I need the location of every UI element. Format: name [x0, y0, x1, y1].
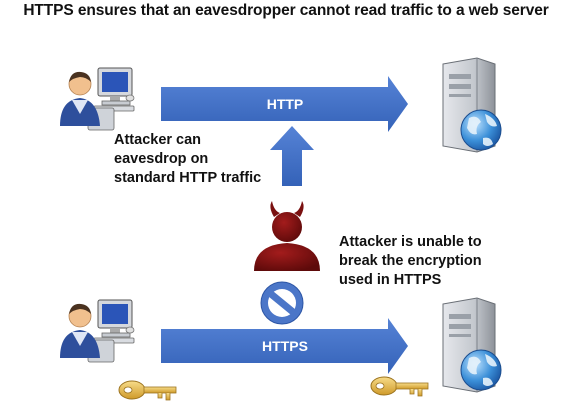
- user-computer-icon: [60, 299, 135, 363]
- attacker-https-note-line: used in HTTPS: [339, 272, 442, 288]
- https-arrow-label: HTTPS: [262, 338, 308, 354]
- attacker-http-note-line: eavesdrop on: [114, 151, 209, 167]
- user-computer-icon: [60, 67, 135, 131]
- key-icon: [118, 380, 177, 401]
- attacker-http-note-line: Attacker can: [114, 132, 202, 148]
- attacker-http-note: Attacker can eavesdrop on standard HTTP …: [114, 131, 261, 188]
- attacker-https-note-line: break the encryption: [339, 253, 482, 269]
- http-arrow: HTTP: [161, 76, 408, 132]
- https-arrow: HTTPS: [161, 318, 408, 374]
- attacker-https-note-line: Attacker is unable to: [339, 234, 482, 250]
- key-icon: [370, 376, 429, 397]
- prohibited-icon: [260, 281, 304, 325]
- diagram-title: HTTPS ensures that an eavesdropper canno…: [23, 2, 549, 19]
- eavesdrop-arrow: [270, 126, 314, 186]
- attacker-https-note: Attacker is unable to break the encrypti…: [339, 233, 482, 290]
- attacker-http-note-line: standard HTTP traffic: [114, 170, 262, 186]
- devil-attacker-icon: [254, 201, 320, 271]
- http-arrow-label: HTTP: [267, 96, 304, 112]
- server-globe-icon: [442, 297, 502, 393]
- server-globe-icon: [442, 57, 502, 153]
